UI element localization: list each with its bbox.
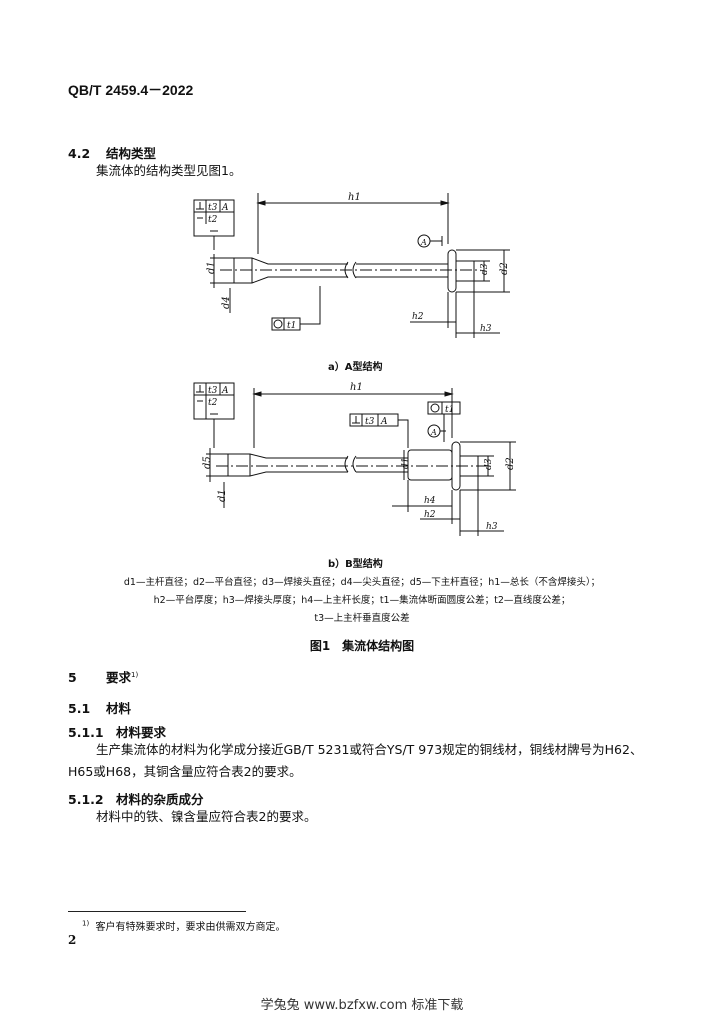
section-4-2-number: 4.2 bbox=[68, 146, 91, 161]
section-5-footnote-mark: 1) bbox=[131, 670, 139, 679]
dim-d3-b: d3 bbox=[484, 458, 494, 470]
frame-label-t3: t3 bbox=[208, 203, 218, 213]
dim-d2-a: d2 bbox=[499, 262, 510, 275]
page-number: 2 bbox=[68, 933, 77, 947]
footnote-divider bbox=[68, 911, 246, 912]
section-5-1-title: 材料 bbox=[106, 701, 132, 716]
frame-b2-datum: A bbox=[380, 417, 388, 427]
dim-d1-b: d1 bbox=[217, 489, 228, 502]
footnote-text: 客户有特殊要求时，要求由供需双方商定。 bbox=[95, 922, 286, 933]
dim-h4-b: h4 bbox=[424, 496, 436, 506]
dim-h2-a: h2 bbox=[412, 312, 424, 322]
dim-d1-b2: d1 bbox=[401, 458, 411, 470]
frame-b-datum: A bbox=[221, 386, 229, 396]
section-5-1-number: 5.1 bbox=[68, 701, 91, 716]
section-5-1-heading: 5.1 材料 bbox=[68, 698, 131, 717]
dim-h1-b: h1 bbox=[350, 382, 363, 393]
caption-b: b）B型结构 bbox=[328, 559, 383, 570]
figure-legend-line-1: d1—主杆直径；d2—平台直径；d3—焊接头直径；d4—尖头直径；d5—下主杆直… bbox=[123, 577, 601, 588]
section-5-1-1-number: 5.1.1 bbox=[68, 725, 104, 740]
frame-b-t1: t1 bbox=[445, 405, 454, 415]
section-5-heading: 5 要求1) bbox=[68, 667, 138, 686]
section-4-2-text: 集流体的结构类型见图1。 bbox=[96, 163, 242, 178]
figure-legend-line-2: h2—平台厚度；h3—焊接头厚度；h4—上主杆长度；t1—集流体断面圆度公差；t… bbox=[153, 595, 571, 606]
dim-d5-b: d5 bbox=[202, 456, 213, 469]
section-5-number: 5 bbox=[68, 670, 77, 685]
footnote-mark: 1) bbox=[82, 919, 90, 928]
dim-d1-a: d1 bbox=[206, 261, 217, 274]
figure-b-drawing: t3 A t2 h1 t3 A t1 A d5 d1 d1 d3 d2 bbox=[193, 382, 516, 536]
section-5-1-1-title: 材料要求 bbox=[116, 725, 167, 740]
section-5-1-1-heading: 5.1.1 材料要求 bbox=[68, 722, 166, 741]
section-5-1-2-text: 材料中的铁、镍含量应符合表2的要求。 bbox=[96, 809, 317, 824]
figure-legend-line-3: t3—上主杆垂直度公差 bbox=[314, 613, 410, 624]
section-5-1-2-number: 5.1.2 bbox=[68, 792, 104, 807]
frame-label-t2: t2 bbox=[208, 215, 218, 225]
standard-number: QB/T 2459.4－2022 bbox=[68, 82, 194, 98]
section-5-1-2-heading: 5.1.2 材料的杂质成分 bbox=[68, 789, 204, 808]
dim-h2-b: h2 bbox=[424, 510, 436, 520]
footnote: 1) 客户有特殊要求时，要求由供需双方商定。 bbox=[82, 918, 286, 933]
dim-h1-a: h1 bbox=[348, 192, 361, 203]
section-4-2-heading: 4.2 结构类型 bbox=[68, 143, 156, 162]
section-5-title: 要求 bbox=[106, 670, 132, 685]
section-5-1-1-line-2: H65或H68，其铜含量应符合表2的要求。 bbox=[68, 764, 302, 779]
dim-d3-a: d3 bbox=[480, 263, 490, 275]
frame-b-t3: t3 bbox=[208, 386, 218, 396]
datum-b: A bbox=[430, 428, 437, 437]
tolerance-frame-b: t3 A t2 bbox=[193, 382, 235, 420]
dim-d4-a: d4 bbox=[221, 296, 232, 309]
frame-b2-t3: t3 bbox=[365, 417, 375, 427]
tolerance-frame-a: t3 A t2 bbox=[193, 199, 235, 237]
section-4-2-title: 结构类型 bbox=[106, 146, 157, 161]
dim-h3-a: h3 bbox=[480, 324, 492, 334]
site-watermark: 学兔兔 www.bzfxw.com 标准下载 bbox=[260, 998, 464, 1013]
datum-a: A bbox=[420, 238, 427, 247]
frame-label-datum: A bbox=[221, 203, 229, 213]
figure-a-drawing: t3 A t2 h1 A d1 d4 t1 d3 d2 h2 h3 bbox=[193, 192, 510, 338]
caption-a: a）A型结构 bbox=[328, 362, 383, 373]
dim-h3-b: h3 bbox=[486, 522, 498, 532]
figure-title: 图1 集流体结构图 bbox=[309, 639, 415, 653]
frame-b-t2: t2 bbox=[208, 398, 218, 408]
dim-d2-b: d2 bbox=[505, 457, 516, 470]
section-5-1-1-line-1: 生产集流体的材料为化学成分接近GB/T 5231或符合YS/T 973规定的铜线… bbox=[96, 742, 643, 757]
section-5-1-2-title: 材料的杂质成分 bbox=[116, 792, 204, 807]
roundness-t1-a: t1 bbox=[287, 321, 296, 331]
